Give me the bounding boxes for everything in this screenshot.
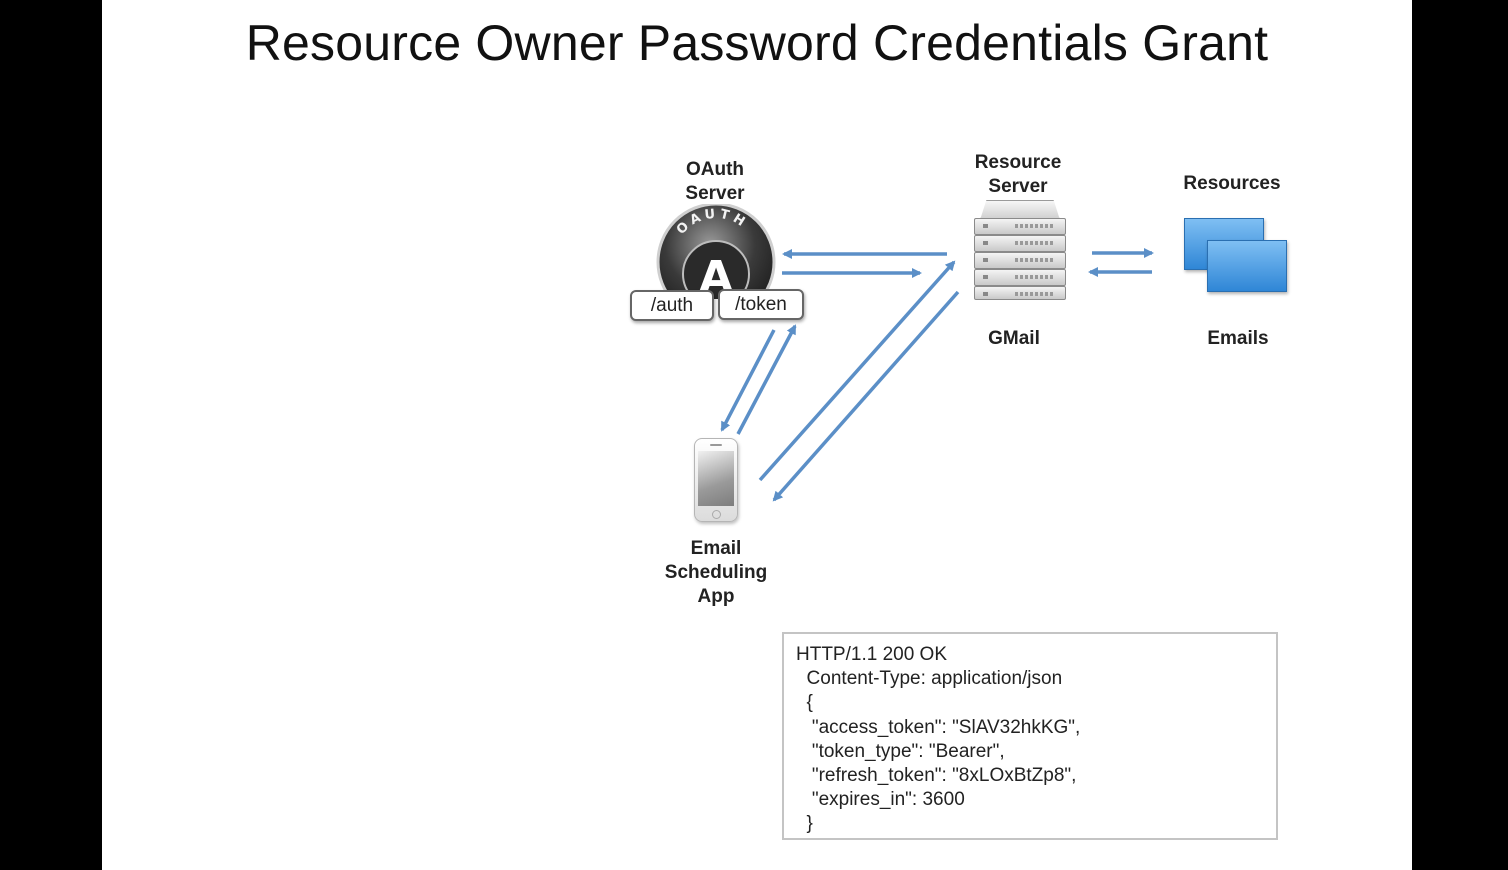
oauth-logo-icon: OAUTH A [656,204,776,299]
client-app-label: Email Scheduling App [664,538,768,607]
auth-endpoint-box: /auth [630,290,714,321]
response-line: Content-Type: application/json [796,668,1063,690]
arrow-app-to-oauth [736,324,797,435]
slide-title: Resource Owner Password Credentials Gran… [245,15,1269,71]
arrow-oauth-to-app [720,329,776,432]
resources-label: Resources [1183,173,1281,194]
response-line: } [796,813,813,835]
emails-caption: Emails [1207,328,1269,349]
response-line: "expires_in": 3600 [796,789,965,811]
response-line: HTTP/1.1 200 OK [796,644,948,665]
oauth-server-label: OAuth Server [685,159,745,204]
arrow-resource-to-app [772,290,960,502]
flow-arrows [720,248,1154,502]
response-line: "token_type": "Bearer", [796,740,1005,762]
response-line: "access_token": "SlAV32hkKG", [796,716,1081,738]
response-line: { [796,692,813,714]
arrow-app-to-resource [758,260,956,482]
token-response-box: HTTP/1.1 200 OK Content-Type: applicatio… [782,632,1278,840]
slide: Resource Owner Password Credentials Gran… [102,0,1412,870]
gmail-caption: GMail [988,328,1040,349]
resource-server-label: Resource Server [974,152,1062,197]
phone-icon [694,438,738,522]
token-endpoint-box: /token [718,289,804,320]
response-line: "refresh_token": "8xLOxBtZp8", [796,765,1077,787]
